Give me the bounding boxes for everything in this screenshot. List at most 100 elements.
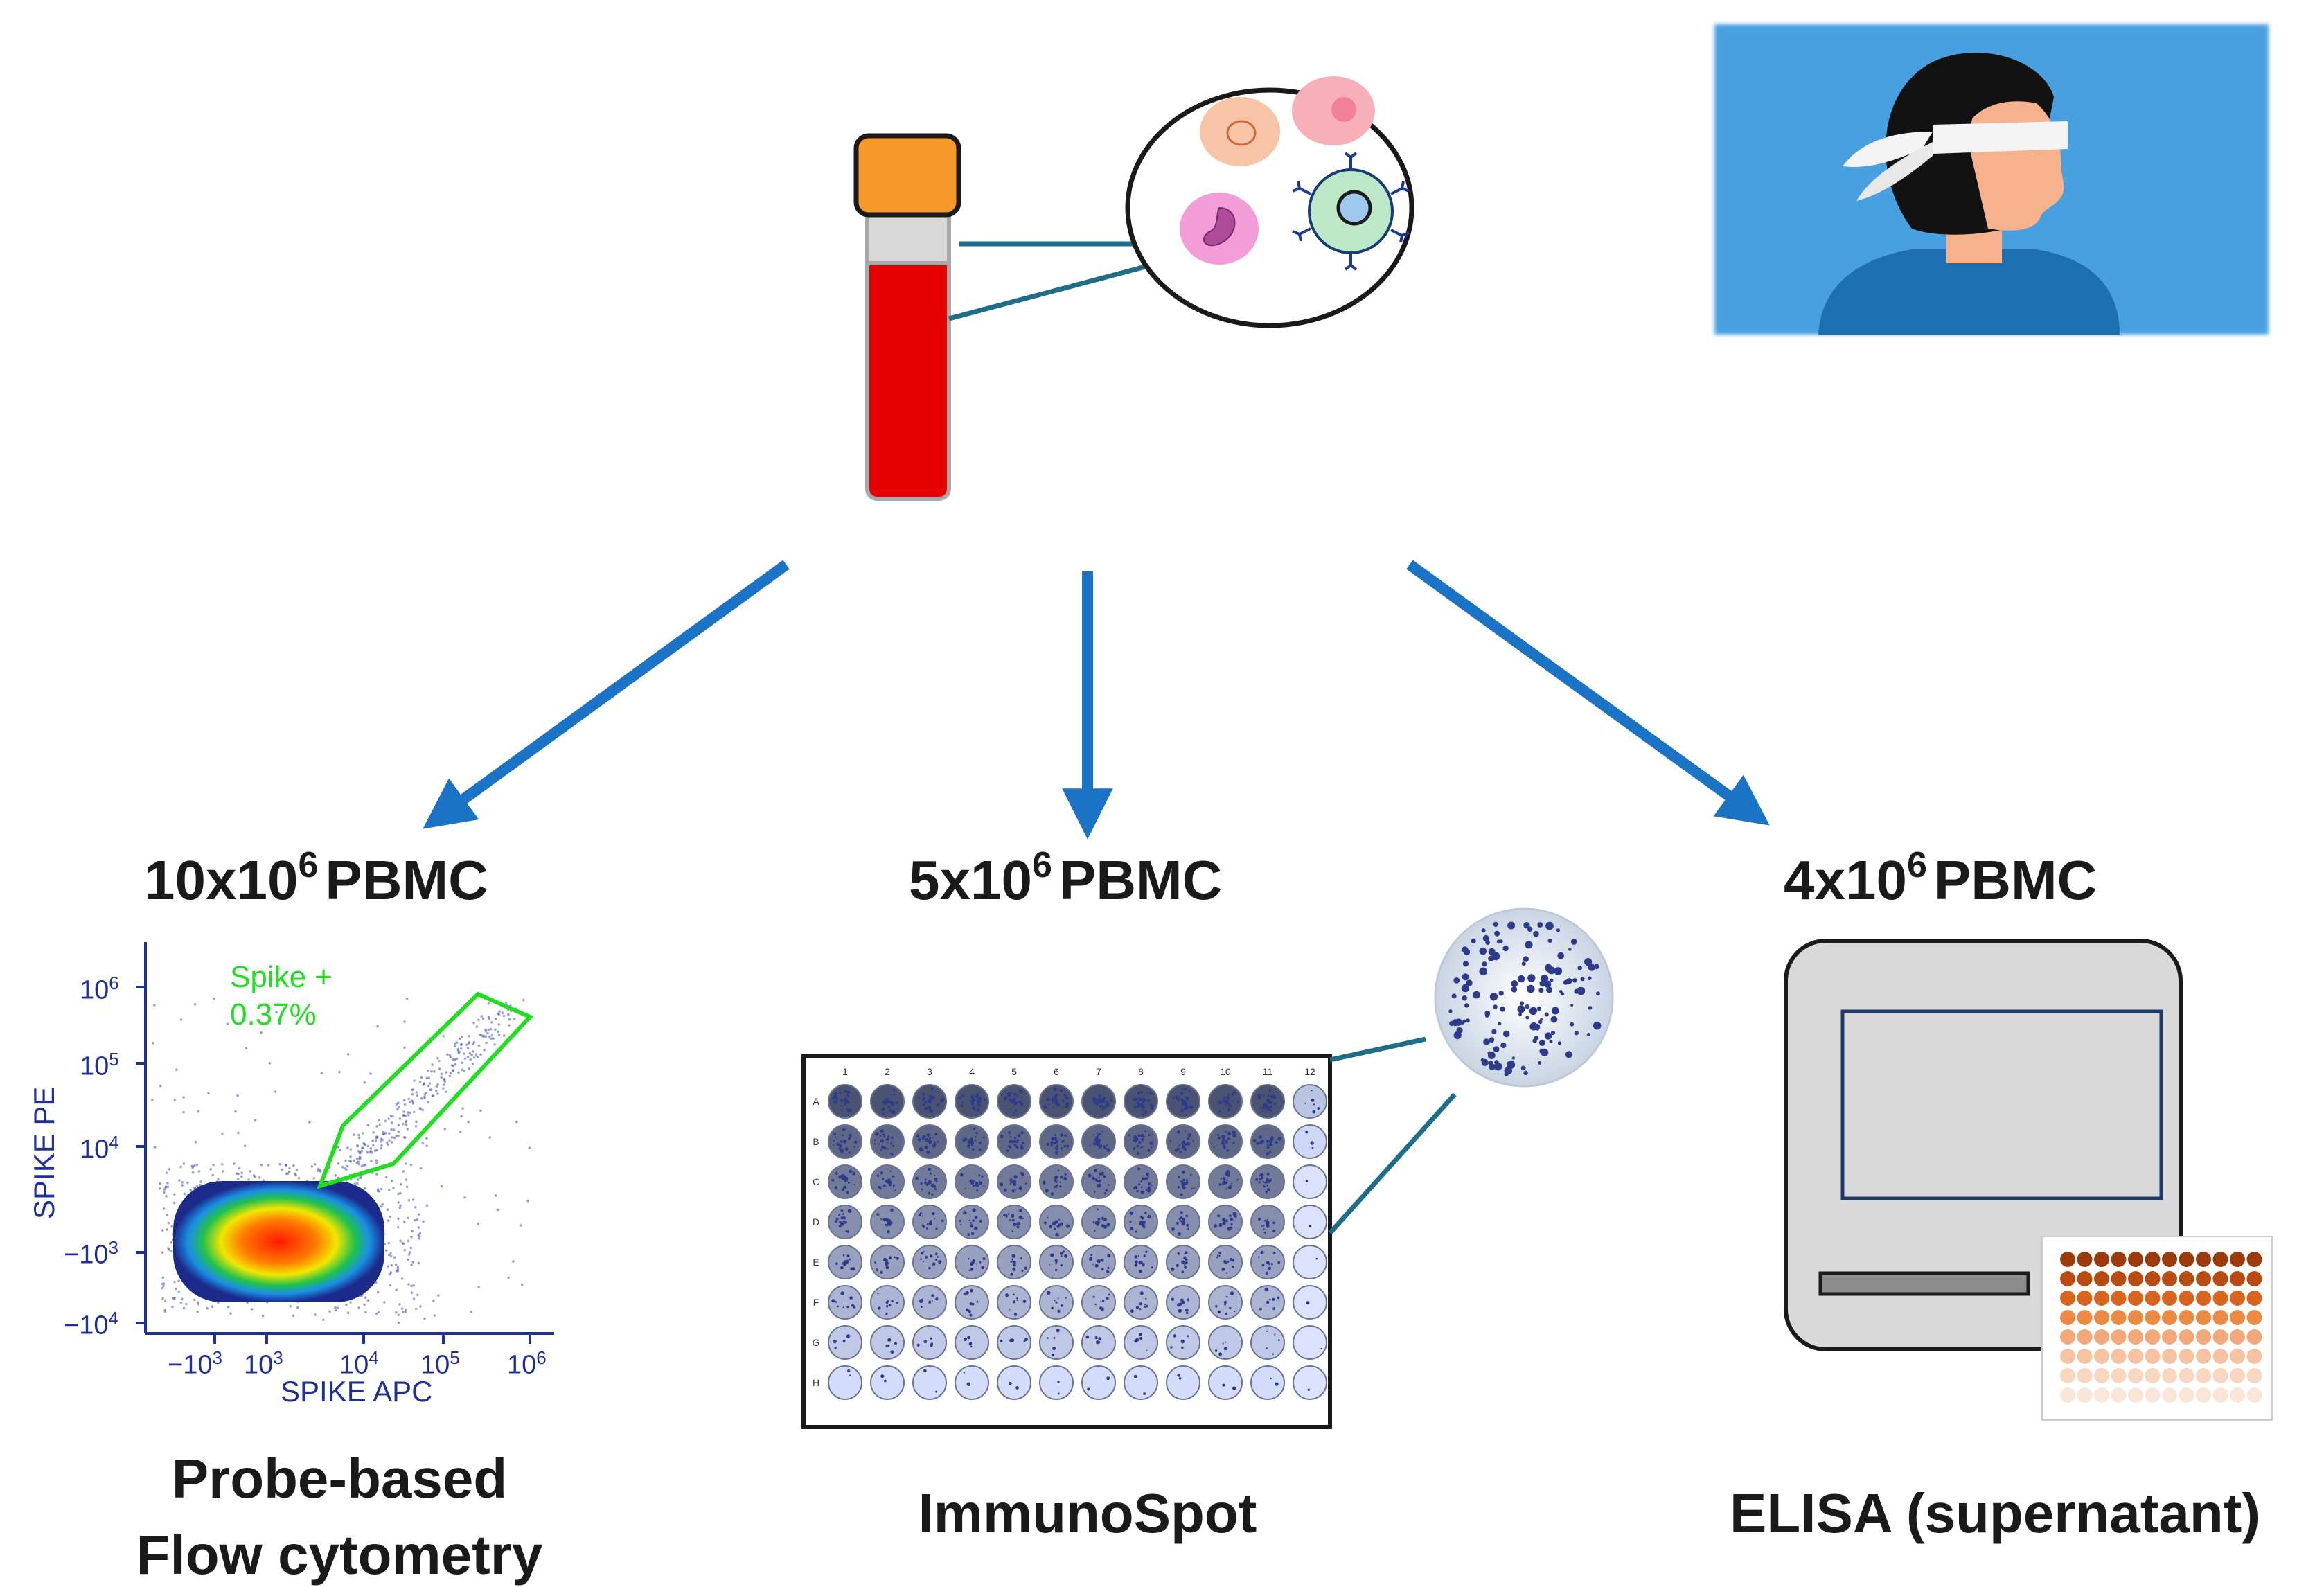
plate-well	[1250, 1365, 1285, 1400]
elisa-reader	[1784, 939, 2273, 1421]
elisa-well	[2111, 1271, 2127, 1286]
plate-well	[1293, 1365, 1327, 1400]
elisa-well	[2094, 1368, 2109, 1383]
plate-well	[997, 1365, 1031, 1400]
plate-well	[1081, 1285, 1116, 1320]
elisa-well	[2246, 1387, 2262, 1403]
elisa-well	[2094, 1271, 2109, 1286]
elisa-well	[2246, 1329, 2262, 1345]
elisa-well	[2212, 1329, 2228, 1345]
plate-column-label: 8	[1138, 1066, 1144, 1077]
elisa-well	[2230, 1291, 2245, 1306]
plate-well	[870, 1365, 905, 1400]
elisa-well	[2145, 1349, 2161, 1364]
plate-well	[828, 1325, 862, 1360]
elisa-well	[2230, 1329, 2245, 1345]
plate-well	[997, 1325, 1031, 1360]
y-tick-1e4: 104	[80, 1132, 119, 1164]
elisa-well	[2060, 1310, 2075, 1325]
plate-column-label: 11	[1263, 1066, 1273, 1077]
plate-well	[1081, 1365, 1116, 1400]
elisa-well	[2196, 1329, 2211, 1345]
elisa-well	[2212, 1291, 2228, 1306]
elisa-well	[2094, 1310, 2109, 1325]
plate-column-label: 2	[885, 1066, 890, 1077]
plate-well	[1250, 1325, 1285, 1360]
plate-well	[1124, 1365, 1158, 1400]
elisa-well	[2145, 1252, 2161, 1267]
elisa-well	[2111, 1310, 2127, 1325]
plate-well	[997, 1205, 1031, 1239]
elisa-well	[2128, 1310, 2143, 1325]
x-tick-1e4: 104	[339, 1347, 379, 1380]
x-tick-1e5: 105	[420, 1347, 460, 1380]
elisa-well	[2060, 1349, 2075, 1364]
elisa-well	[2212, 1387, 2228, 1403]
plate-row-label: E	[813, 1257, 819, 1268]
elisa-well	[2179, 1349, 2194, 1364]
plate-well	[912, 1325, 947, 1360]
elisa-well	[2145, 1291, 2161, 1306]
plate-well	[912, 1365, 947, 1400]
elisa-well	[2179, 1291, 2194, 1306]
gate-label: Spike + 0.37%	[230, 960, 332, 1031]
elisa-well	[2077, 1291, 2093, 1306]
elisa-well	[2077, 1329, 2093, 1345]
plate-well	[1124, 1084, 1158, 1119]
y-tick-neg1e3: −103	[64, 1237, 118, 1270]
elisa-well	[2179, 1368, 2194, 1383]
elisa-well	[2145, 1310, 2161, 1325]
plate-well	[1293, 1285, 1327, 1320]
elisa-well	[2212, 1349, 2228, 1364]
blinded-patient-panel	[1714, 24, 2269, 335]
y-tick-1e6: 106	[80, 973, 119, 1005]
plate-column-label: 10	[1220, 1066, 1231, 1077]
plate-well	[870, 1325, 905, 1360]
elisa-well	[2077, 1387, 2093, 1403]
elisa-well	[2060, 1252, 2075, 1267]
elisa-well	[2077, 1271, 2093, 1286]
plate-column-label: 12	[1304, 1066, 1315, 1077]
elisa-well	[2212, 1252, 2228, 1267]
elisa-well	[2128, 1271, 2143, 1286]
elisa-well	[2077, 1310, 2093, 1325]
plate-column-label: 4	[969, 1066, 975, 1077]
plate-well	[1293, 1084, 1327, 1119]
elisa-well	[2196, 1252, 2211, 1267]
pbmc-cells-oval	[1125, 76, 1414, 328]
elisa-well	[2196, 1271, 2211, 1286]
elisa-well	[2212, 1310, 2228, 1325]
elisa-well	[2060, 1329, 2075, 1345]
elisa-well	[2162, 1310, 2177, 1325]
plate-row-label: H	[813, 1377, 819, 1388]
elisa-well	[2111, 1291, 2127, 1306]
elisa-well	[2179, 1329, 2194, 1345]
flow-cytometry-plot	[136, 942, 554, 1344]
elisa-well	[2230, 1368, 2245, 1383]
elisa-well	[2111, 1252, 2127, 1267]
flow-method-label: Probe-based Flow cytometry	[136, 1448, 543, 1586]
elisa-well	[2145, 1329, 2161, 1345]
plate-column-label: 3	[927, 1066, 932, 1077]
plate-well	[1039, 1365, 1074, 1400]
elisa-well	[2230, 1252, 2245, 1267]
arrow-to-flow	[423, 560, 790, 829]
flow-y-axis-label: SPIKE PE	[28, 1086, 60, 1219]
elisa-well	[2246, 1291, 2262, 1306]
elisa-well	[2111, 1368, 2127, 1383]
x-tick-1e3: 103	[244, 1347, 283, 1380]
elisa-well	[2212, 1271, 2228, 1286]
elisa-well	[2162, 1252, 2177, 1267]
elisa-well	[2060, 1271, 2075, 1286]
elisa-well	[2246, 1271, 2262, 1286]
elisa-well	[2162, 1291, 2177, 1306]
elisa-well	[2162, 1368, 2177, 1383]
elisa-well	[2196, 1310, 2211, 1325]
branch-arrows	[423, 560, 1770, 840]
elisa-well	[2060, 1387, 2075, 1403]
plate-well	[828, 1365, 862, 1400]
elisa-well	[2094, 1387, 2109, 1403]
